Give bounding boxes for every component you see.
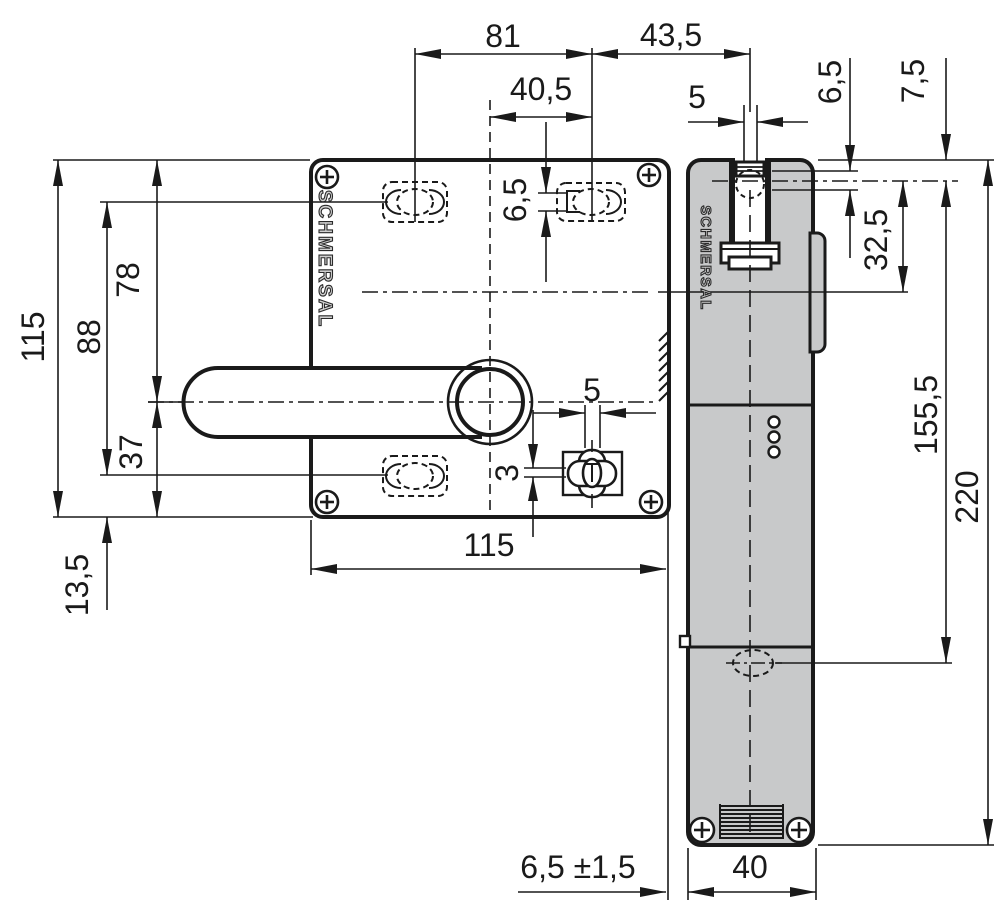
dim-5-head-label: 5 xyxy=(688,79,706,115)
dim-43-5-label: 43,5 xyxy=(639,17,703,53)
dim-220-label: 220 xyxy=(949,470,985,524)
schmersal-logo-side: SCHMERSAL xyxy=(696,205,713,311)
dim-6-5-gap-label: 6,5 ±1,5 xyxy=(520,849,636,885)
schmersal-logo-front: SCHMERSAL xyxy=(313,189,335,329)
dimension-arrows xyxy=(53,49,993,897)
dim-40-5-label: 40,5 xyxy=(509,71,573,107)
dim-78-label: 78 xyxy=(110,262,146,298)
dim-13-5-label: 13,5 xyxy=(59,553,95,617)
dim-6-5-head-label: 6,5 xyxy=(812,59,848,105)
phillips-screw-icon xyxy=(785,816,813,844)
mounting-slot-bottom-left xyxy=(382,455,448,497)
dim-5-lock-label: 5 xyxy=(583,372,601,408)
lock-insert xyxy=(561,448,624,499)
phillips-screw-icon xyxy=(638,489,664,515)
dim-115-bottom-label: 115 xyxy=(463,527,515,563)
dim-88-label: 88 xyxy=(71,319,107,355)
dim-32-5-label: 32,5 xyxy=(858,208,894,272)
centerlines xyxy=(148,100,958,838)
phillips-screw-icon xyxy=(636,162,662,188)
dim-7-5-label: 7,5 xyxy=(895,58,931,104)
side-mounting-hole xyxy=(726,649,782,677)
dim-115-left-label: 115 xyxy=(15,311,51,363)
phillips-screw-icon xyxy=(688,816,716,844)
led-indicator-icon xyxy=(767,415,781,459)
dim-40-label: 40 xyxy=(732,849,768,885)
wall-hatching xyxy=(658,331,669,402)
dim-37-label: 37 xyxy=(113,434,149,470)
cable-gland xyxy=(719,804,784,839)
phillips-screw-icon xyxy=(314,489,340,515)
dim-6-5-slot-label: 6,5 xyxy=(497,177,533,223)
actuator-slot-top-right xyxy=(556,182,626,222)
extension-lines xyxy=(53,48,994,900)
dim-155-5-label: 155,5 xyxy=(908,374,944,456)
side-notch xyxy=(678,634,692,649)
dim-81-label: 81 xyxy=(485,18,521,54)
phillips-screw-icon xyxy=(314,164,340,190)
